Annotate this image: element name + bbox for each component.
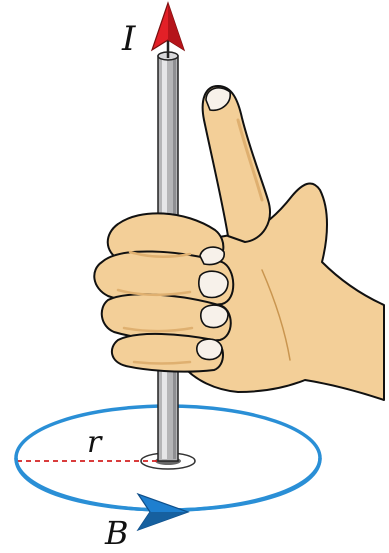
right-hand-grip-icon — [94, 86, 384, 400]
magnetic-field-label: B — [104, 514, 129, 552]
current-label: I — [121, 19, 136, 59]
field-direction-arrow-icon — [138, 494, 188, 530]
current-arrow-icon — [152, 3, 184, 58]
radius-label: r — [87, 425, 103, 460]
